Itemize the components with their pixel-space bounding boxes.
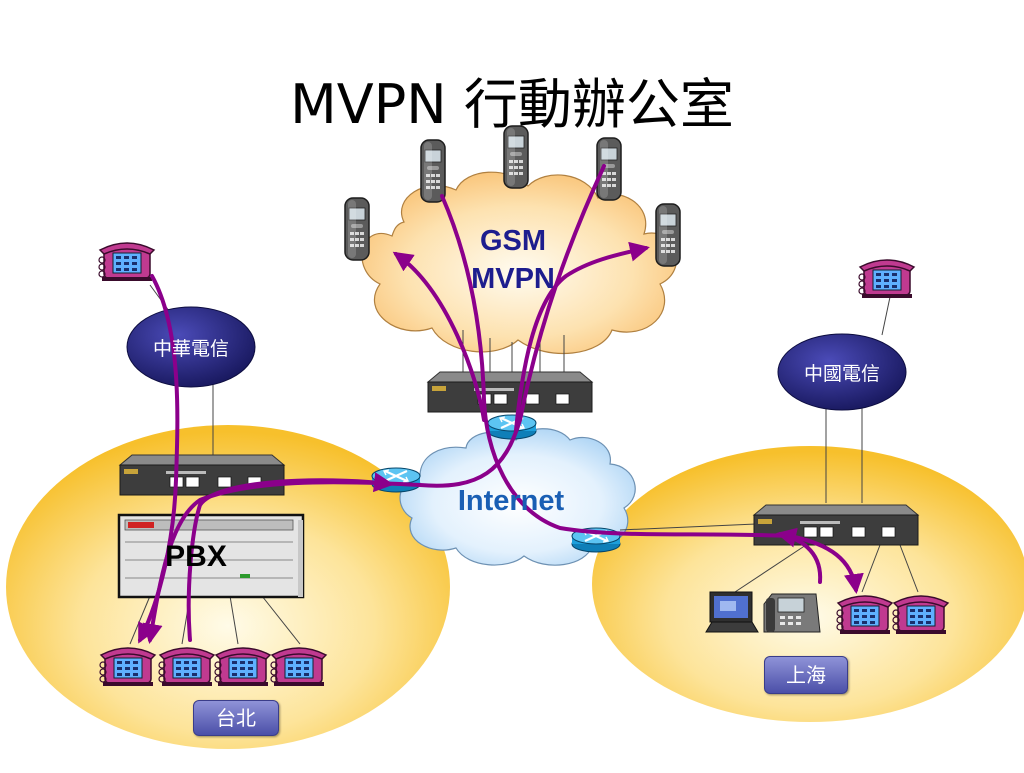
taipei-location-tag: 台北: [193, 700, 279, 736]
mobile-phone-5: [655, 203, 681, 267]
router-left: [370, 466, 422, 494]
laptop-icon: [705, 591, 759, 633]
chunghwa-telecom-label: 中華電信: [153, 338, 229, 360]
internet-cloud-label: Internet: [458, 485, 565, 517]
china-telecom-phone: [858, 259, 915, 299]
gsm-cloud-label-line1: GSM: [480, 225, 546, 257]
ip-phone-icon: [763, 593, 821, 633]
taipei-phone-4: [270, 647, 327, 687]
mobile-phone-1: [344, 197, 370, 261]
chunghwa-phone: [98, 242, 155, 282]
shanghai-phone-1: [836, 595, 893, 635]
china-telecom-node: [777, 333, 907, 411]
router-top: [486, 413, 538, 441]
pbx-label: PBX: [165, 540, 227, 573]
gsm-gateway: [427, 371, 593, 413]
mobile-phone-2: [420, 139, 446, 203]
shanghai-location-tag: 上海: [764, 656, 848, 694]
taipei-phone-1: [99, 647, 156, 687]
shanghai-phone-2: [892, 595, 949, 635]
chunghwa-telecom-node: [126, 306, 256, 388]
page-title: MVPN 行動辦公室: [290, 73, 734, 136]
china-telecom-label: 中國電信: [804, 363, 880, 385]
shanghai-gateway: [753, 504, 919, 546]
taipei-gateway: [119, 454, 285, 496]
mvpn-call-paths: [138, 164, 864, 644]
gsm-cloud-label-line2: MVPN: [471, 263, 555, 295]
taipei-phone-3: [214, 647, 271, 687]
taipei-phone-2: [158, 647, 215, 687]
pbx-box: [117, 513, 305, 599]
